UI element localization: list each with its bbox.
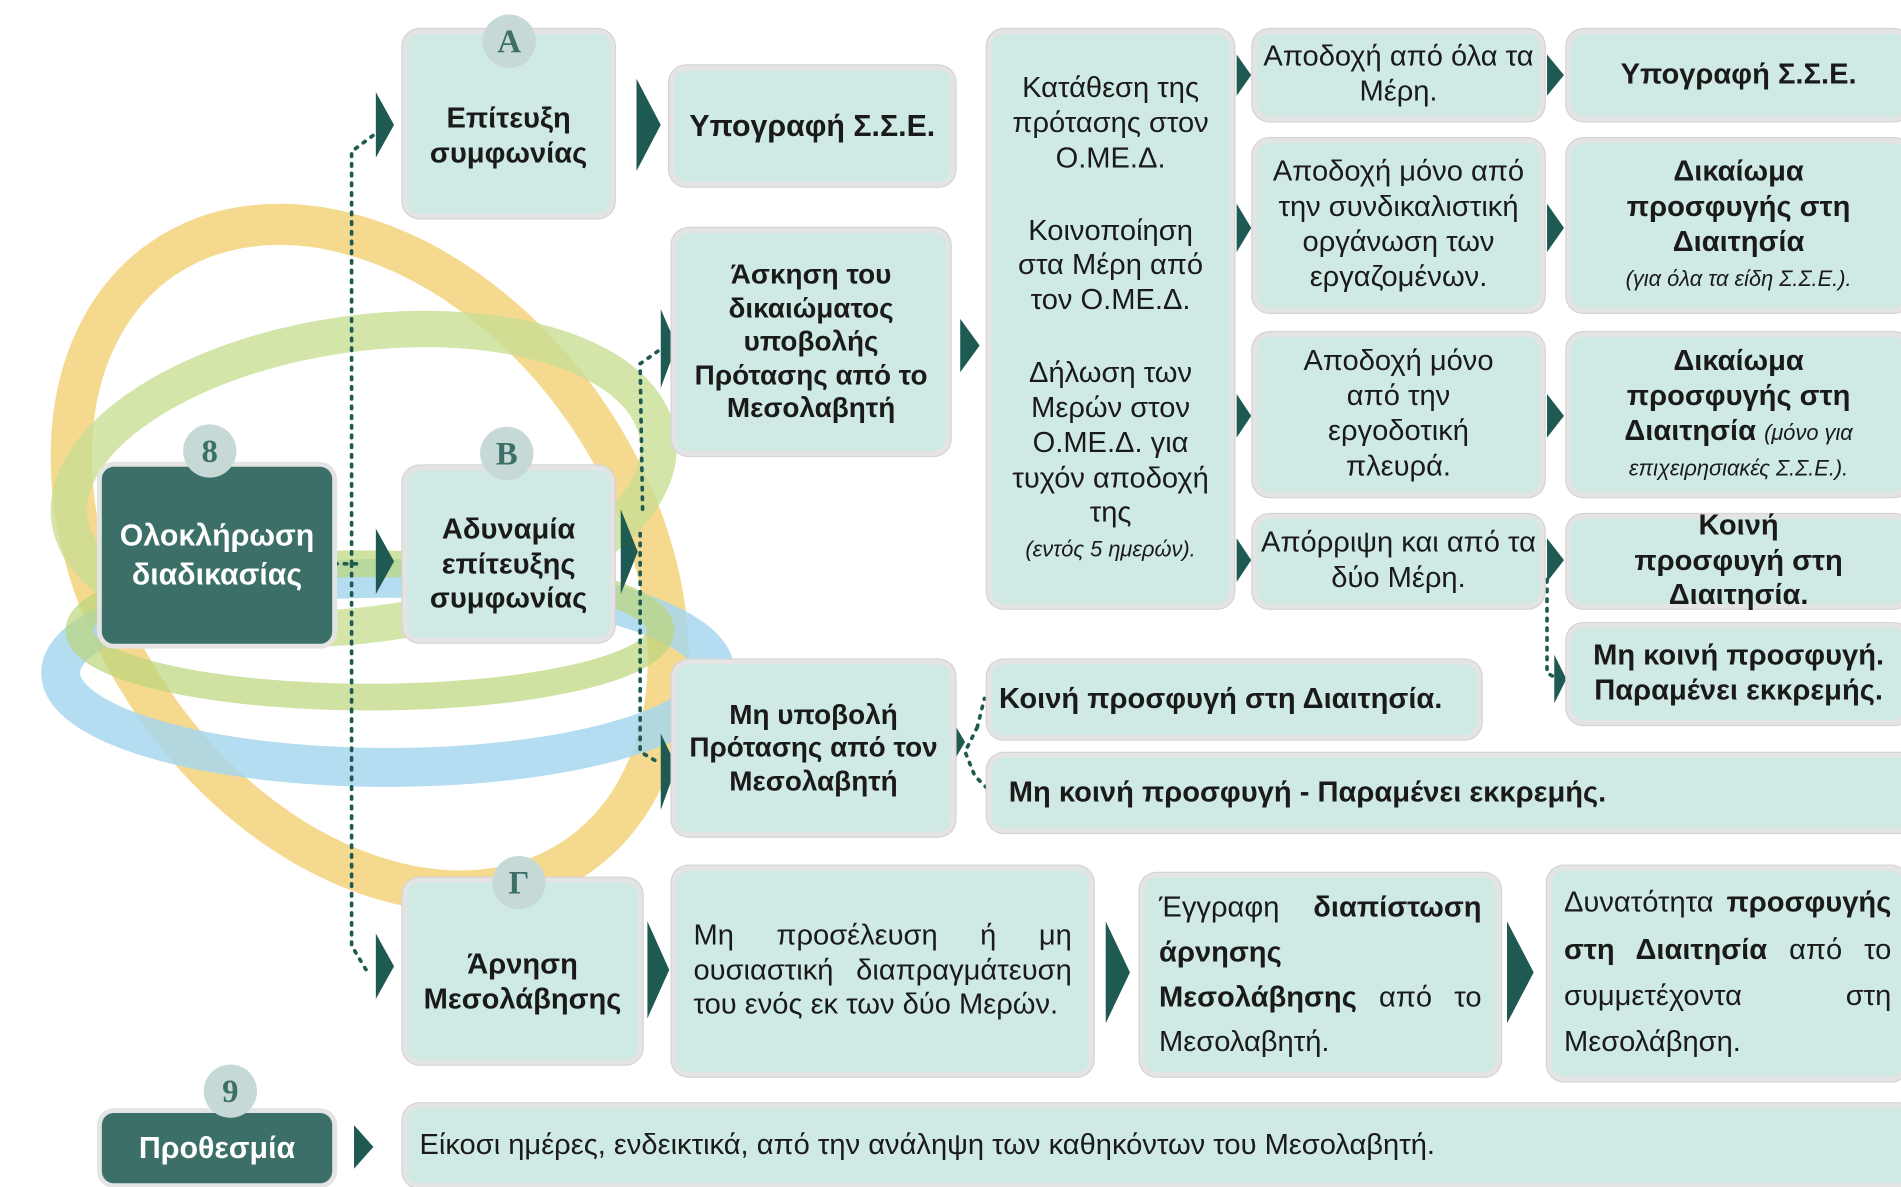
- outcome-result-1-text: Υπογραφή Σ.Σ.Ε.: [1620, 57, 1857, 91]
- no-proposal-outcome-2: Μη κοινή προσφυγή - Παραμένει εκκρεμής.: [991, 757, 1901, 829]
- step-8-badge: 8: [183, 424, 237, 478]
- condition-box: Μη προσέλευση ή μη ουσιαστική διαπραγμάτ…: [676, 870, 1089, 1072]
- possibility-bold: προσφυγής στη Διαιτησία: [1563, 886, 1892, 966]
- branch-a-result: Υπογραφή Σ.Σ.Ε.: [689, 109, 936, 144]
- outcome-case-4-text: Απόρριψη και από τα δύο Μέρη.: [1261, 526, 1536, 595]
- outcome-result-4: Κοινή προσφυγή στη Διαιτησία.: [1571, 509, 1901, 612]
- possibility-box: Δυνατότητα προσφυγής στη Διαιτησία από τ…: [1551, 870, 1901, 1077]
- outcome-result-2-wrap: Δικαίωμα προσφυγής στη Διαιτησία (για όλ…: [1571, 156, 1901, 296]
- branch-a-result-box: Υπογραφή Σ.Σ.Ε.: [674, 70, 951, 182]
- branch-b-badge: Β: [480, 426, 534, 481]
- deadline-label: Προθεσμία: [138, 1130, 296, 1165]
- no-proposal-text: Μη υποβολή Πρότασης από τον Μεσολαβητή: [689, 697, 938, 797]
- record-pre: Έγγραφη: [1159, 890, 1280, 924]
- branch-g-box: Άρνηση Μεσολάβησης: [407, 882, 638, 1060]
- possibility-pre: Δυνατότητα: [1563, 886, 1714, 920]
- outcome-result-2-note: (για όλα τα είδη Σ.Σ.Ε.).: [1625, 266, 1852, 291]
- no-proposal-box: Μη υποβολή Πρότασης από τον Μεσολαβητή: [676, 664, 951, 832]
- procedure-box: Κατάθεση της πρότασης στον Ο.ΜΕ.Δ. Κοινο…: [991, 33, 1230, 604]
- completion-box: Ολοκλήρωση διαδικασίας: [101, 466, 333, 644]
- branch-b-box: Αδυναμία επίτευξης συμφωνίας: [407, 470, 610, 638]
- outcome-result-1: Υπογραφή Σ.Σ.Ε.: [1571, 33, 1901, 117]
- condition-text: Μη προσέλευση ή μη ουσιαστική διαπραγμάτ…: [693, 918, 1072, 1022]
- exercise-proposal-box: Άσκηση του δικαιώματος υποβολής Πρότασης…: [676, 232, 946, 452]
- record-post: από το Μεσολαβητή.: [1159, 980, 1482, 1059]
- branch-a-badge: Α: [482, 14, 536, 68]
- outcome-case-1: Αποδοχή από όλα τα Μέρη.: [1257, 33, 1540, 117]
- dotted-connectors: [332, 131, 1564, 972]
- branch-g-badge: Γ: [492, 855, 546, 910]
- branch-a-box: Επίτευξη συμφωνίας: [407, 33, 610, 214]
- possibility-post: από το συμμετέχοντα στη Μεσολάβηση.: [1563, 933, 1892, 1059]
- step-9-badge: 9: [203, 1064, 258, 1118]
- procedure-notify: Κοινοποίηση στα Μέρη από τον Ο.ΜΕ.Δ.: [1018, 214, 1204, 317]
- outcome-case-3-text: Αποδοχή μόνο από την εργοδοτική πλευρά.: [1303, 344, 1494, 483]
- record-box: Έγγραφη διαπίστωση άρνησης Μεσολάβησης α…: [1144, 877, 1497, 1072]
- deadline-box: Προθεσμία: [101, 1112, 333, 1184]
- outcome-result-3-wrap: Δικαίωμα προσφυγής στη Διαιτησία (μόνο γ…: [1571, 345, 1901, 485]
- outcome-result-2: Δικαίωμα προσφυγής στη Διαιτησία (για όλ…: [1571, 143, 1901, 308]
- procedure-declare: Δήλωση των Μερών στον Ο.ΜΕ.Δ. για τυχόν …: [1001, 357, 1219, 566]
- arrowheads: [354, 54, 1567, 1169]
- branch-b-title: Αδυναμία επίτευξης συμφωνίας: [429, 512, 588, 616]
- deadline-text: Είκοσι ημέρες, ενδεικτικά, από την ανάλη…: [419, 1128, 1435, 1161]
- outcome-case-2: Αποδοχή μόνο από την συνδικαλιστική οργά…: [1257, 143, 1540, 308]
- no-proposal-outcome-2-text: Μη κοινή προσφυγή - Παραμένει εκκρεμής.: [1008, 775, 1607, 809]
- record-bold: διαπίστωση άρνησης Μεσολάβησης: [1159, 890, 1482, 1014]
- outcome-case-3: Αποδοχή μόνο από την εργοδοτική πλευρά.: [1257, 337, 1540, 493]
- no-proposal-outcome-1: Κοινή προσφυγή στη Διαιτησία.: [991, 664, 1477, 735]
- outcome-result-3-text: Δικαίωμα προσφυγής στη Διαιτησία: [1624, 344, 1851, 448]
- outcome-case-1-text: Αποδοχή από όλα τα Μέρη.: [1263, 40, 1534, 108]
- procedure-submit: Κατάθεση της πρότασης στον Ο.ΜΕ.Δ.: [1012, 71, 1209, 175]
- outcome-result-2-text: Δικαίωμα προσφυγής στη Διαιτησία: [1626, 155, 1851, 259]
- outcome-extra: Μη κοινή προσφυγή. Παραμένει εκκρεμής.: [1571, 628, 1901, 721]
- deadline-text-box: Είκοσι ημέρες, ενδεικτικά, από την ανάλη…: [407, 1108, 1901, 1184]
- completion-label: Ολοκλήρωση διαδικασίας: [119, 518, 315, 592]
- no-proposal-outcome-1-text: Κοινή προσφυγή στη Διαιτησία.: [999, 682, 1443, 715]
- procedure-declare-note: (εντός 5 ημερών).: [1025, 537, 1196, 562]
- branch-a-title: Επίτευξη συμφωνίας: [429, 102, 588, 170]
- record-wrap: Έγγραφη διαπίστωση άρνησης Μεσολάβησης α…: [1159, 885, 1481, 1065]
- branch-g-title: Άρνηση Μεσολάβησης: [423, 948, 622, 1016]
- outcome-case-4: Απόρριψη και από τα δύο Μέρη.: [1257, 518, 1540, 604]
- possibility-wrap: Δυνατότητα προσφυγής στη Διαιτησία από τ…: [1564, 880, 1891, 1066]
- outcome-extra-text: Μη κοινή προσφυγή. Παραμένει εκκρεμής.: [1593, 639, 1885, 707]
- outcome-result-3-note: (μόνο για επιχειρησιακές Σ.Σ.Ε.).: [1628, 420, 1853, 480]
- outcome-case-2-text: Αποδοχή μόνο από την συνδικαλιστική οργά…: [1272, 155, 1525, 294]
- outcome-result-4-text: Κοινή προσφυγή στη Διαιτησία.: [1634, 508, 1843, 612]
- outcome-result-3: Δικαίωμα προσφυγής στη Διαιτησία (μόνο γ…: [1571, 337, 1901, 493]
- exercise-proposal-text: Άσκηση του δικαιώματος υποβολής Πρότασης…: [694, 258, 928, 424]
- procedure-declare-text: Δήλωση των Μερών στον Ο.ΜΕ.Δ. για τυχόν …: [1012, 356, 1209, 529]
